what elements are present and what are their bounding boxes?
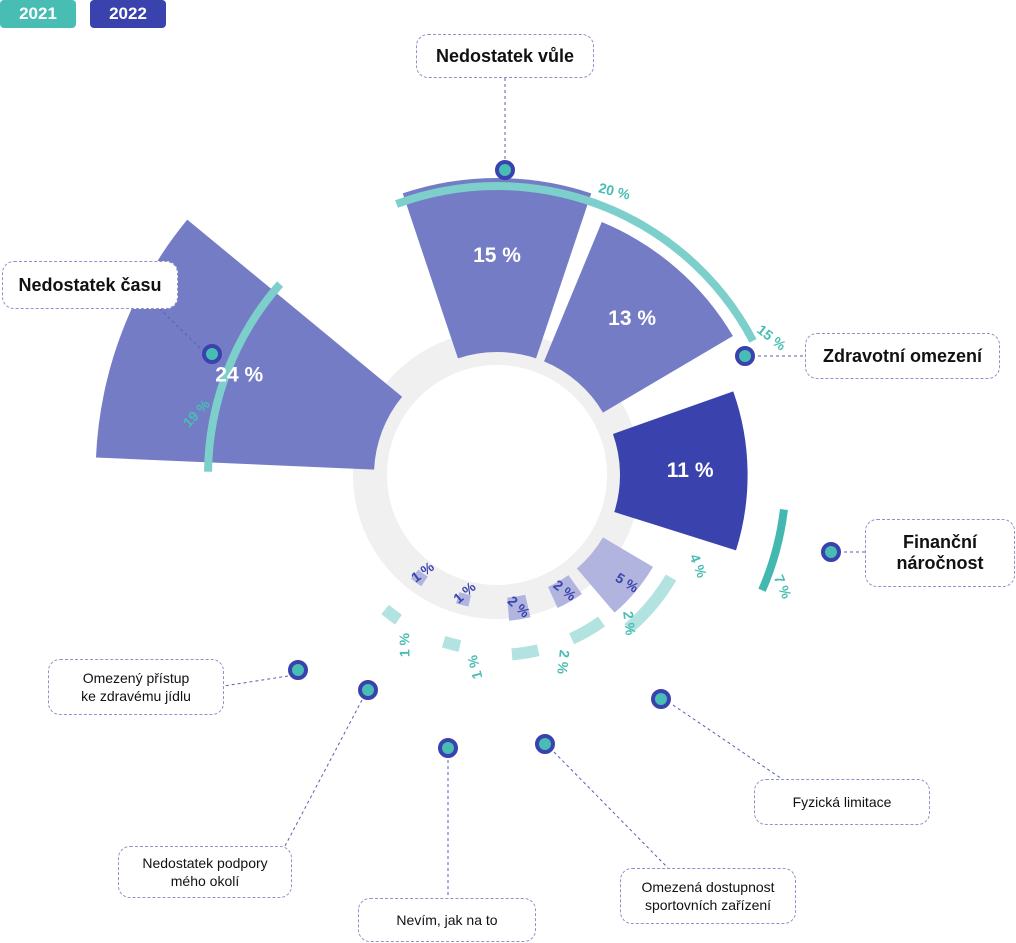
bar-2022-0 [402,178,592,359]
category-label-line: Omezený přístup [82,670,190,686]
category-marker-1 [735,346,755,366]
category-label-6: Nedostatek podpory mého okolí [118,846,292,898]
bar-2022-2 [612,391,748,551]
value-label-2021-1: 15 % [754,321,789,354]
category-label-line: Nedostatek času [18,274,162,295]
category-marker-7 [288,660,308,680]
bar-2022-6 [455,592,471,607]
legend-2021[interactable]: 2021 [0,0,76,28]
bar-2022-3 [576,537,653,613]
callout-line-3 [672,704,783,780]
value-label-2021-2: 7 % [771,572,795,601]
bar-2021-3 [624,574,677,634]
value-label-2021-0: 20 % [597,180,632,203]
category-label-line: Nedostatek podpory [142,855,268,871]
category-label-line: Nedostatek vůle [435,45,575,66]
category-label-line: náročnost [896,553,984,573]
bar-2021-2 [758,508,788,592]
callout-line-4 [553,751,669,869]
category-label-7: Omezený přístup ke zdravému jídlu [48,659,224,715]
value-label-2021-3: 4 % [687,552,711,581]
category-label-1: Zdravotní omezení [805,333,1000,379]
category-label-line: Nevím, jak na to [396,912,498,928]
value-label-2022-1: 13 % [608,307,656,330]
value-label-2021-6: 1 % [464,653,486,681]
category-label-line: ke zdravému jídlu [81,688,191,704]
category-marker-6 [358,680,378,700]
value-label-2022-2: 11 % [667,459,714,482]
value-label-2021-5: 2 % [554,649,573,675]
category-label-line: sportovních zařízení [644,897,772,913]
category-label-0: Nedostatek vůle [416,34,594,78]
category-label-line: mého okolí [170,873,240,889]
value-label-2022-8: 24 % [215,364,263,387]
bar-2022-8 [95,219,403,470]
category-label-8: Nedostatek času [2,261,178,309]
bar-2022-1 [544,222,733,413]
bar-2022-4 [548,575,582,609]
category-label-4: Omezená dostupnost sportovních zařízení [620,868,796,924]
bar-2021-4 [569,616,606,645]
bar-2021-7 [381,604,402,625]
bar-2022-7 [410,569,428,587]
callout-line-6 [284,699,363,847]
category-label-line: Fyzická limitace [792,794,892,810]
value-label-2021-4: 2 % [620,610,639,636]
bar-2021-6 [441,635,462,652]
category-marker-8 [202,344,222,364]
bar-2021-8 [204,281,284,472]
category-marker-2 [821,542,841,562]
category-label-line: Zdravotní omezení [822,345,983,366]
category-label-5: Nevím, jak na to [358,898,536,942]
category-marker-5 [438,738,458,758]
category-marker-4 [535,734,555,754]
legend-2022[interactable]: 2022 [90,0,166,28]
bar-2022-5 [507,594,531,621]
category-label-3: Fyzická limitace [754,779,930,825]
callout-line-7 [223,675,289,687]
bar-2021-5 [511,644,540,661]
category-label-line: Finanční [902,532,977,552]
value-label-2021-7: 1 % [396,632,412,657]
category-marker-0 [495,160,515,180]
value-label-2022-0: 15 % [473,244,521,267]
category-label-line: Omezená dostupnost [641,879,775,895]
category-marker-3 [651,689,671,709]
bar-2021-0 [395,182,599,208]
